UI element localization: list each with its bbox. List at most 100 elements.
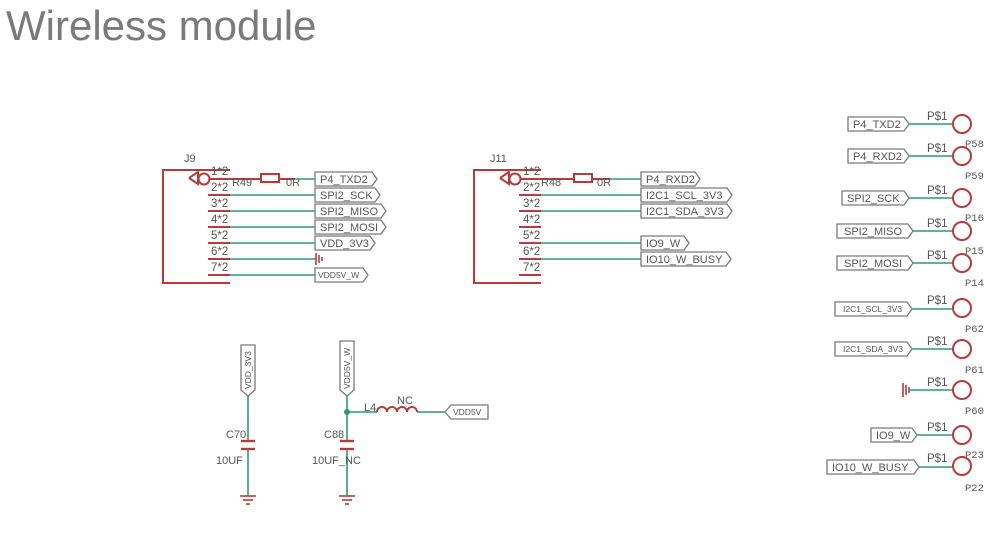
r48-value-label: 0R (597, 177, 611, 189)
ground-icon (339, 495, 355, 505)
c70-ref-label: C70 (226, 429, 246, 441)
net-label-i2c1-sda-3v3 (640, 203, 733, 219)
connector-j11: J11 1*2 2*2 3*2 4*2 5*2 6*2 7*2 R48 0R P… (473, 153, 733, 284)
net-label-vdd5v (444, 404, 489, 420)
net-label-text: P4_RXD2 (853, 151, 902, 163)
test-pad-circle (952, 114, 972, 134)
c88-ref-label: C88 (324, 429, 344, 441)
test-pad-circle (952, 253, 972, 273)
net-label-io9-w (640, 235, 690, 251)
pad-name-label: P60 (965, 406, 984, 418)
net-label-vdd5v-w-vertical (339, 340, 355, 397)
resistor-r49 (260, 173, 280, 183)
pad-pin-label: P$1 (927, 377, 947, 389)
j9-pin1-circle (197, 172, 211, 186)
net-label-vdd-3v3-vertical (240, 344, 256, 397)
j9-pin-number: 3*2 (211, 198, 228, 210)
test-pad-circle (952, 425, 972, 445)
net-label-vdd5v-w (314, 267, 369, 283)
net-label-text: IO9_W (646, 238, 681, 250)
net-label-io10-w-busy (640, 251, 732, 267)
test-pad-circle (952, 146, 972, 166)
net-label-text: I2C1_SDA_3V3 (843, 344, 903, 354)
net-label-text: VDD_3V3 (243, 351, 253, 389)
net-label-text: VDD5V_W (342, 348, 352, 389)
net-label-spi2-miso (314, 203, 387, 219)
test-pad-circle (952, 380, 972, 400)
pad-pin-label: P$1 (927, 185, 947, 197)
l4-value-label: NC (397, 395, 413, 407)
pad-pin-label: P$1 (927, 143, 947, 155)
test-pad-circle (952, 188, 972, 208)
net-label-text: VDD5V (453, 407, 482, 417)
j9-ref-label: J9 (184, 153, 196, 165)
test-pad-circle (952, 456, 972, 476)
pad-pin-label: P$1 (927, 218, 947, 230)
pad-pin-label: P$1 (927, 111, 947, 123)
net-label-text: VDD_3V3 (320, 238, 369, 250)
inductor-l4 (376, 406, 418, 413)
j9-pin-number: 7*2 (211, 262, 228, 274)
net-label-text: IO10_W_BUSY (832, 462, 909, 474)
j11-pin1-circle (508, 172, 522, 186)
pad-pin-label: P$1 (927, 336, 947, 348)
net-label-text: SPI2_MOSI (844, 258, 902, 270)
test-pad-circle (952, 298, 972, 318)
net-label-vdd-3v3 (314, 235, 376, 251)
net-label-text: P4_TXD2 (853, 119, 901, 131)
j11-pin-number: 3*2 (523, 198, 540, 210)
j11-pin-number: 1*2 (523, 166, 540, 178)
net-label-spi2-mosi (314, 219, 387, 235)
net-label-p4-txd2 (314, 171, 378, 187)
pad-name-label: P16 (965, 213, 984, 225)
j9-pin-number: 2*2 (211, 182, 228, 194)
c70-value-label: 10UF (216, 455, 243, 467)
net-label-i2c1-sda-3v3 (834, 341, 913, 357)
net-label-text: P4_TXD2 (320, 174, 368, 186)
net-label-p4-rxd2 (640, 171, 701, 187)
pad-pin-label: P$1 (927, 250, 947, 262)
j9-pin1-marker (188, 170, 199, 186)
j11-ref-label: J11 (490, 153, 507, 165)
test-pad-circle (952, 221, 972, 241)
net-label-spi2-sck (841, 190, 910, 206)
j11-pin-number: 2*2 (523, 182, 540, 194)
pad-name-label: P14 (965, 278, 984, 290)
connector-j9: J9 1*2 2*2 3*2 4*2 5*2 6*2 7*2 R49 0R (162, 153, 387, 284)
ground-icon (240, 495, 256, 505)
pad-pin-label: P$1 (927, 295, 947, 307)
net-label-text: IO9_W (876, 430, 911, 442)
net-label-io9-w (870, 427, 918, 443)
net-label-p4-rxd2 (847, 148, 910, 164)
pad-name-label: P62 (965, 324, 984, 336)
j9-body (162, 169, 230, 284)
j11-body (473, 169, 541, 284)
j11-pin-number: 5*2 (523, 230, 540, 242)
pad-name-label: P58 (965, 139, 984, 151)
net-label-p4-txd2 (847, 116, 910, 132)
net-label-text: I2C1_SCL_3V3 (843, 304, 902, 314)
j11-pin-number: 4*2 (523, 214, 540, 226)
test-pad-circle (952, 339, 972, 359)
r48-ref-label: R48 (541, 177, 561, 189)
r49-ref-label: R49 (232, 177, 252, 189)
net-label-io10-w-busy (826, 459, 920, 475)
j9-pin-number: 6*2 (211, 246, 228, 258)
test-pads: P4_TXD2 P$1 P58 P4_RXD2 P$1 P59 SPI2_SCK… (826, 111, 984, 495)
j11-pin-number: 6*2 (523, 246, 540, 258)
page-title: Wireless module (6, 2, 317, 49)
net-label-text: I2C1_SCL_3V3 (646, 190, 722, 202)
net-label-spi2-sck (314, 187, 381, 203)
capacitor-c70-circuit: VDD_3V3 C70 10UF (216, 344, 256, 505)
pad-pin-label: P$1 (927, 422, 947, 434)
c88-value-label: 10UF_NC (312, 455, 361, 467)
net-label-text: SPI2_MOSI (320, 222, 378, 234)
r49-value-label: 0R (286, 177, 300, 189)
net-label-spi2-mosi (836, 255, 914, 271)
net-label-text: P4_RXD2 (646, 174, 695, 186)
net-label-text: SPI2_MISO (320, 206, 379, 218)
l4-ref-label: L4 (364, 402, 376, 414)
net-label-spi2-miso (836, 223, 914, 239)
net-label-i2c1-scl-3v3 (640, 187, 733, 203)
